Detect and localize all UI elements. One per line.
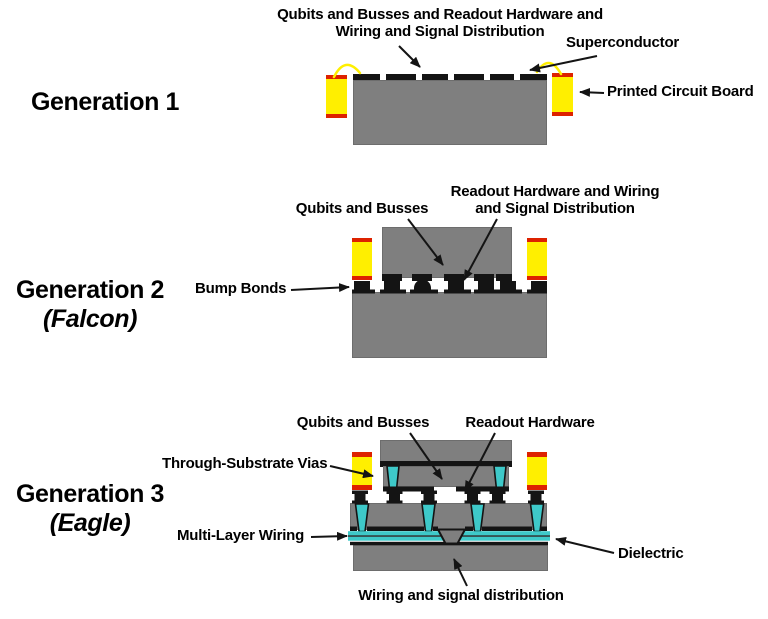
arrow-gen2-qubits bbox=[407, 218, 444, 266]
gen2-pcb-right bbox=[527, 238, 547, 280]
gen1-pcb-text: Printed Circuit Board bbox=[607, 83, 754, 100]
gen3-dielectric-label: Dielectric bbox=[618, 545, 684, 563]
arrow-gen1-top-label bbox=[398, 45, 421, 68]
gen2-qubits-text: Qubits and Busses bbox=[295, 200, 429, 217]
arrow-gen3-dielectric bbox=[555, 536, 615, 554]
arrow-gen2-readout bbox=[463, 218, 498, 281]
gen1-heading: Generation 1 bbox=[15, 88, 195, 117]
gen2-readout-line2: and Signal Distribution bbox=[475, 199, 635, 217]
gen3-pcb-right bbox=[527, 452, 547, 490]
gen3-tsv-text: Through-Substrate Vias bbox=[162, 455, 328, 472]
gen1-pcb-label: Printed Circuit Board bbox=[607, 83, 754, 101]
gen2-bump-bonds-label: Bump Bonds bbox=[195, 280, 287, 298]
gen1-pcb-right bbox=[552, 73, 573, 116]
gen3-mlw-text: Multi-Layer Wiring bbox=[177, 527, 305, 544]
gen3-qubits-text: Qubits and Busses bbox=[296, 414, 430, 431]
gen3-readout-label: Readout Hardware bbox=[448, 414, 612, 432]
gen2-subheading-text: (Falcon) bbox=[42, 305, 138, 333]
gen1-superconductor-layer bbox=[353, 74, 547, 80]
gen1-heading-text: Generation 1 bbox=[30, 88, 180, 116]
gen3-mlw-label: Multi-Layer Wiring bbox=[177, 527, 305, 545]
arrow-gen1-pcb bbox=[579, 87, 605, 97]
arrow-gen3-readout bbox=[464, 432, 496, 492]
gen2-readout-line1: Readout Hardware and Wiring bbox=[450, 183, 660, 200]
gen3-wsd-text: Wiring and signal distribution bbox=[358, 587, 564, 604]
gen3-wiring-substrate bbox=[353, 545, 548, 571]
gen3-heading: Generation 3 (Eagle) bbox=[0, 480, 180, 538]
gen2-heading: Generation 2 (Falcon) bbox=[0, 276, 180, 334]
gen1-substrate-chip bbox=[353, 80, 547, 145]
gen3-pcb-left bbox=[352, 452, 372, 490]
gen2-bump-bonds-text: Bump Bonds bbox=[195, 280, 287, 297]
gen3-tsv-left bbox=[386, 465, 400, 491]
gen3-dielectric-text: Dielectric bbox=[618, 545, 684, 562]
gen1-top-label: Qubits and Busses and Readout Hardware a… bbox=[254, 6, 626, 40]
gen3-qubit-chip-lower bbox=[383, 466, 509, 487]
arrow-gen2-bump-bonds bbox=[290, 283, 350, 293]
arrow-gen3-wsd bbox=[453, 558, 468, 587]
arrow-gen3-tsv bbox=[329, 465, 374, 479]
gen2-readout-label: Readout Hardware and Wiring and Signal D… bbox=[440, 183, 670, 217]
arrow-gen3-mlw bbox=[310, 531, 348, 541]
gen2-heading-text: Generation 2 bbox=[15, 276, 165, 304]
gen3-tsv-right bbox=[493, 465, 507, 491]
gen2-chip-underside-pads bbox=[382, 274, 512, 281]
gen3-tsv-label: Through-Substrate Vias bbox=[162, 455, 328, 473]
gen2-readout-surface-pads bbox=[352, 289, 547, 294]
arrow-gen1-superconductor bbox=[529, 55, 598, 73]
gen3-readout-text: Readout Hardware bbox=[465, 414, 595, 431]
gen3-qubits-label: Qubits and Busses bbox=[283, 414, 443, 432]
gen1-top-label-line1: Qubits and Busses and Readout Hardware a… bbox=[277, 6, 603, 23]
gen1-superconductor-text: Superconductor bbox=[566, 34, 680, 51]
gen1-superconductor-label: Superconductor bbox=[566, 34, 680, 52]
gen3-interposer-bottom-pads bbox=[350, 526, 547, 531]
gen3-subheading-text: (Eagle) bbox=[49, 509, 131, 537]
gen3-bump-bonds bbox=[352, 490, 544, 504]
gen2-qubits-label: Qubits and Busses bbox=[282, 200, 442, 218]
gen1-bond-wire-left bbox=[332, 63, 362, 79]
gen2-bump-bonds bbox=[354, 279, 547, 292]
arrow-gen3-qubits bbox=[409, 432, 443, 480]
gen3-qubit-plane-layer bbox=[380, 461, 512, 467]
gen2-readout-chip bbox=[352, 292, 547, 358]
gen3-qubit-chip-underside-pads bbox=[383, 486, 509, 492]
gen3-wsd-label: Wiring and signal distribution bbox=[345, 587, 577, 605]
gen3-signal-via-plug bbox=[436, 528, 467, 545]
gen1-pcb-left bbox=[326, 75, 347, 118]
gen1-top-label-line2: Wiring and Signal Distribution bbox=[335, 22, 545, 40]
gen3-heading-text: Generation 3 bbox=[15, 480, 165, 508]
gen2-pcb-left bbox=[352, 238, 372, 280]
